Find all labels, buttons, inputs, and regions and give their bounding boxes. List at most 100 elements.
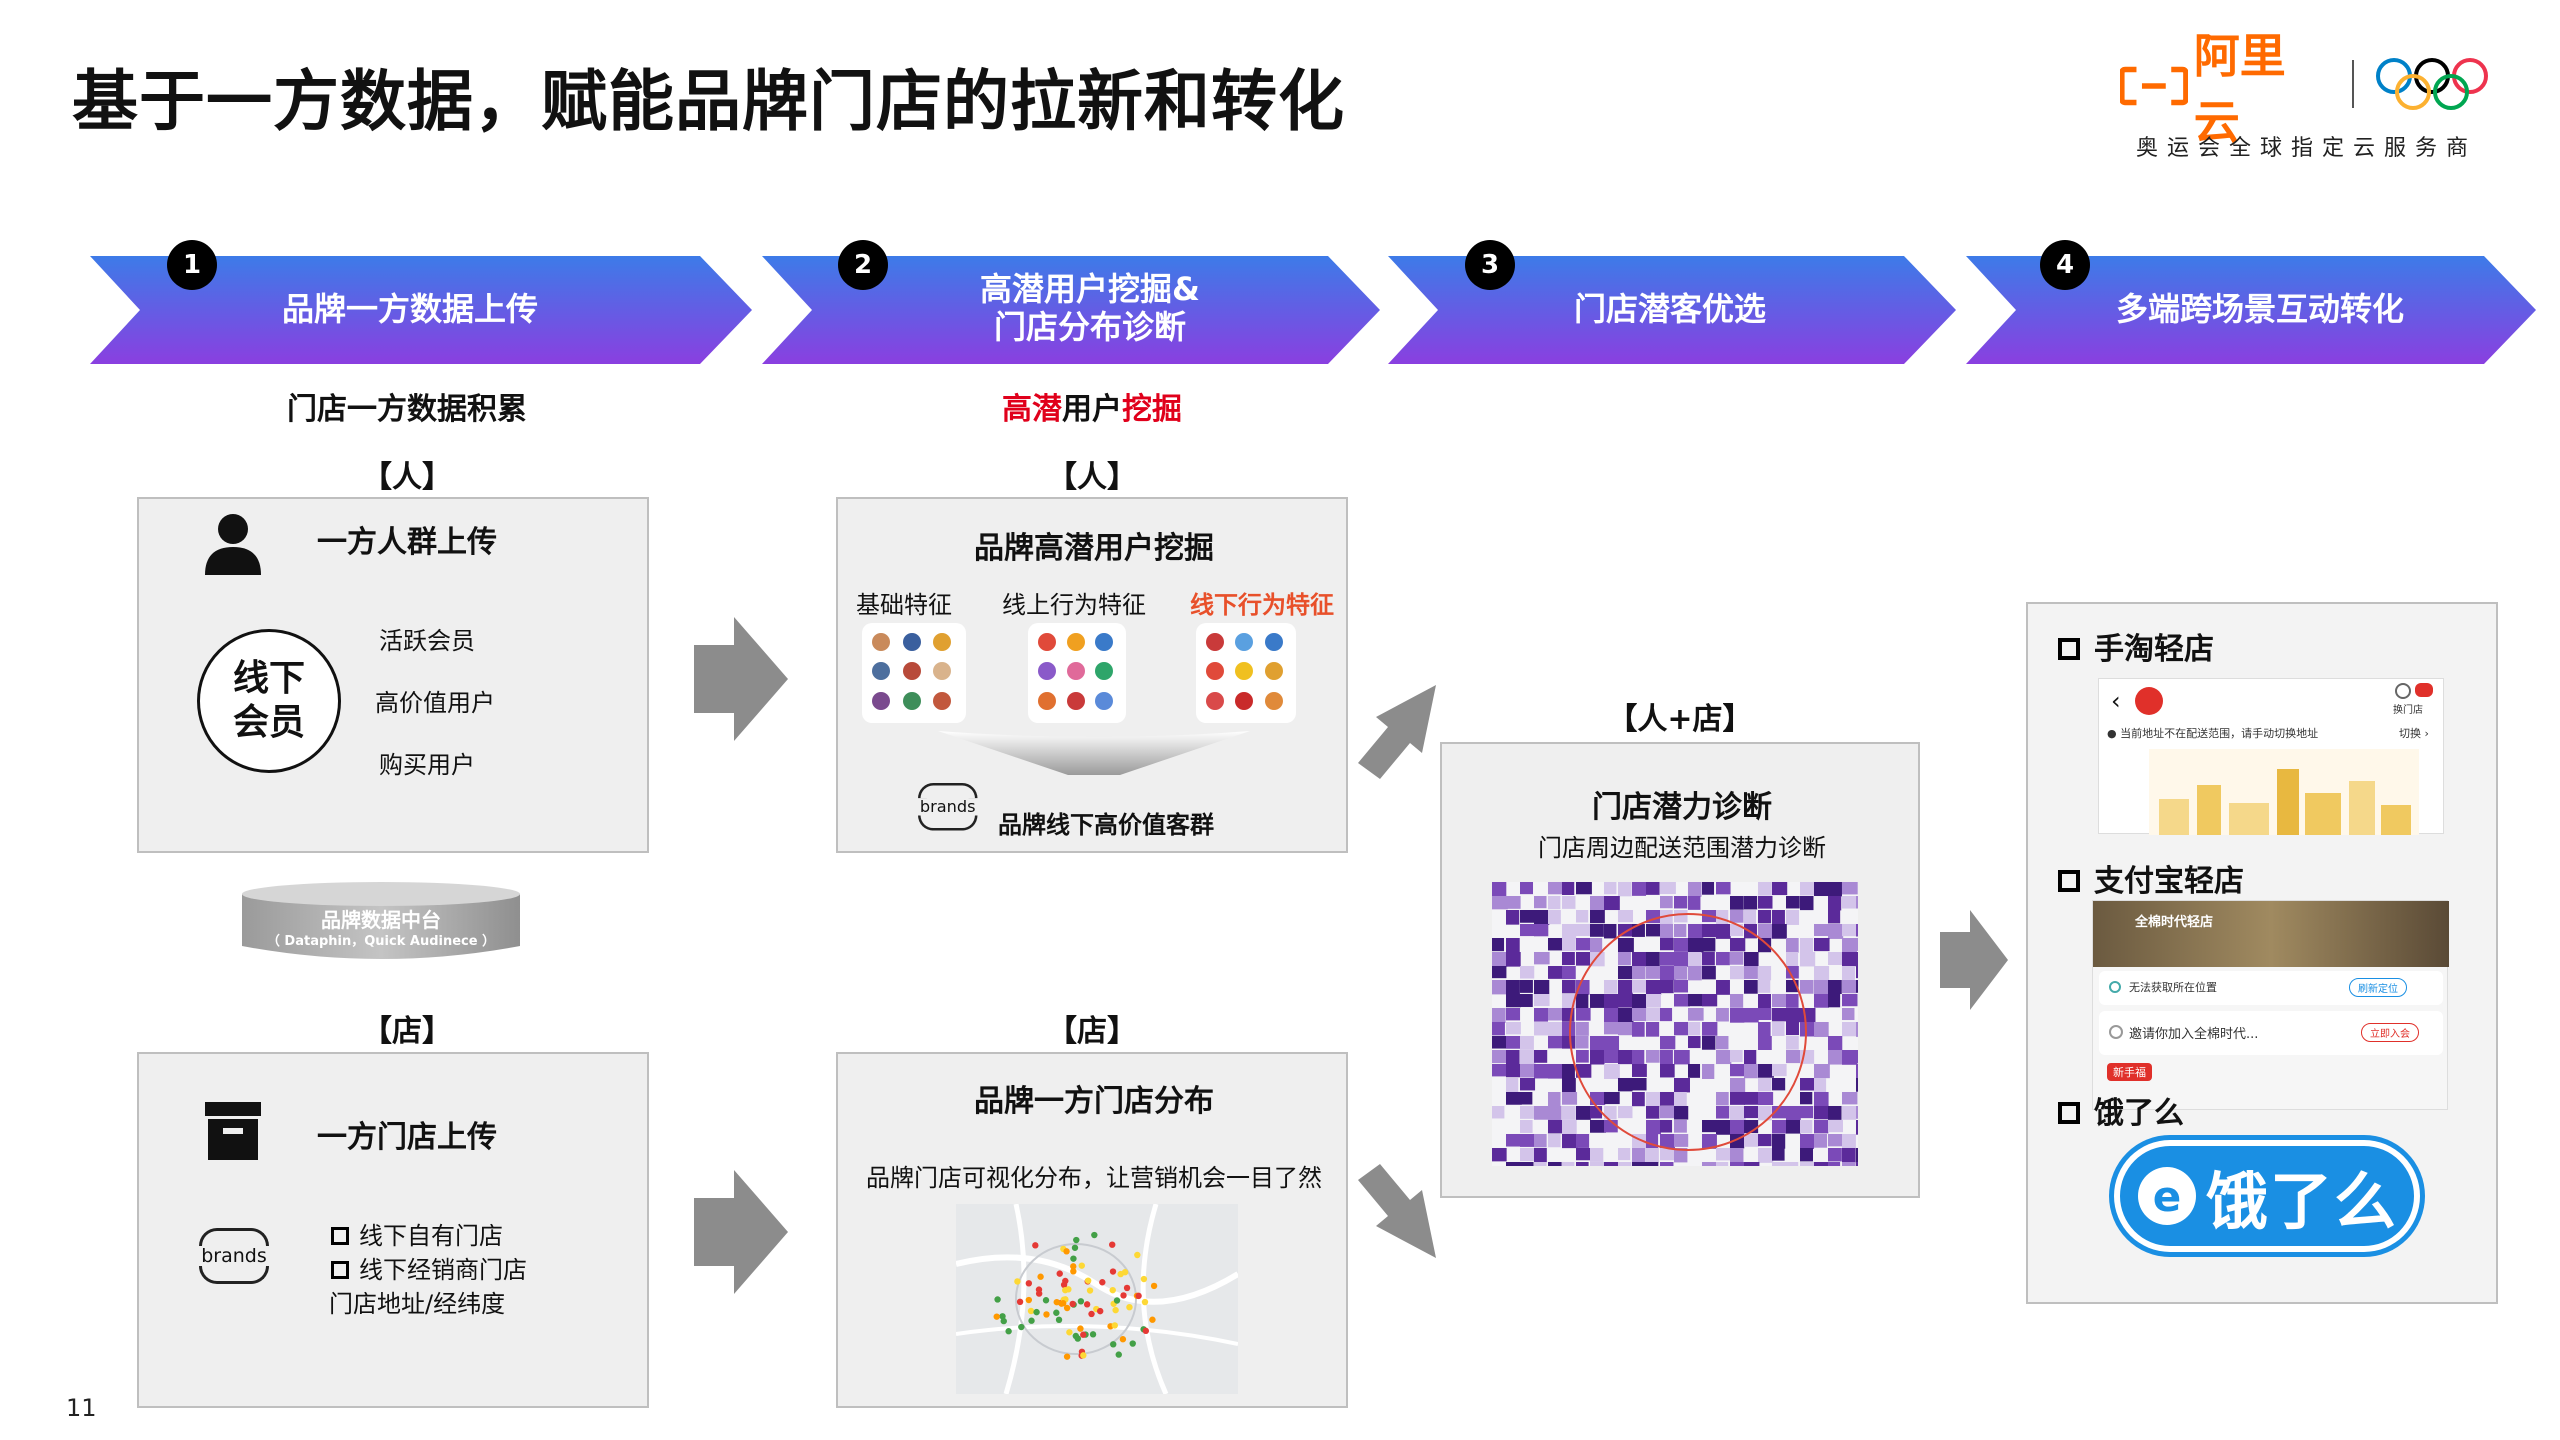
heat-cell bbox=[1716, 1050, 1732, 1065]
heat-cell bbox=[1856, 1022, 1858, 1037]
join-member-button[interactable]: 立即入会 bbox=[2361, 1023, 2419, 1042]
heat-cell bbox=[1814, 1064, 1830, 1079]
heat-cell bbox=[1674, 910, 1688, 923]
taobao-screenshot: ‹ 换门店 ● 当前地址不在配送范围，请手动切换地址 切换 › bbox=[2098, 678, 2444, 835]
refresh-location-button[interactable]: 刷新定位 bbox=[2349, 978, 2407, 997]
step-3-chevron bbox=[1388, 256, 1956, 364]
heat-cell bbox=[1646, 980, 1662, 995]
heat-cell bbox=[1842, 994, 1858, 1007]
heat-cell bbox=[1576, 882, 1592, 895]
store-dot bbox=[1059, 1300, 1067, 1307]
switch-address-link[interactable]: 切换 › bbox=[2399, 727, 2429, 740]
heat-cell bbox=[1702, 1162, 1717, 1166]
heat-cell bbox=[1716, 1106, 1730, 1119]
heat-cell bbox=[1534, 1162, 1547, 1166]
heat-cell bbox=[1520, 1134, 1535, 1147]
heat-cell bbox=[1786, 1120, 1802, 1134]
heat-cell bbox=[1744, 1008, 1759, 1023]
potential-heatmap bbox=[1492, 882, 1858, 1166]
heat-cell bbox=[1744, 980, 1758, 994]
store-dot bbox=[1080, 1331, 1087, 1338]
heat-cell bbox=[1492, 1064, 1507, 1077]
heat-cell bbox=[1744, 1162, 1760, 1166]
heat-cell bbox=[1772, 910, 1785, 925]
heat-cell bbox=[1604, 1092, 1620, 1105]
heat-cell bbox=[1562, 952, 1575, 966]
circle-line2: 会员 bbox=[232, 702, 305, 743]
heat-cell bbox=[1520, 1148, 1536, 1162]
heat-cell bbox=[1842, 882, 1858, 895]
heat-cell bbox=[1674, 1022, 1690, 1036]
store-potential-box: 门店潜力诊断 门店周边配送范围潜力诊断 bbox=[1440, 742, 1920, 1198]
heat-cell bbox=[1632, 1078, 1647, 1091]
store-dot bbox=[1123, 1284, 1131, 1292]
heat-cell bbox=[1576, 994, 1589, 1009]
heat-cell bbox=[1842, 896, 1858, 909]
heat-cell bbox=[1716, 1036, 1729, 1050]
store-potential-desc: 门店周边配送范围潜力诊断 bbox=[1538, 834, 1826, 862]
online-feature-icons bbox=[1028, 623, 1126, 723]
heat-cell bbox=[1772, 924, 1787, 939]
feature-online: 线上行为特征 bbox=[1002, 591, 1146, 619]
store-dot bbox=[1109, 1241, 1116, 1248]
store-dot bbox=[1084, 1277, 1092, 1284]
heat-cell bbox=[1856, 1106, 1858, 1119]
store-dot bbox=[1005, 1328, 1012, 1335]
channels-box: 手淘轻店 ‹ 换门店 ● 当前地址不在配送范围，请手动切换地址 切换 › 支付宝… bbox=[2026, 602, 2498, 1304]
col2-store-tag: 【店】 bbox=[1047, 1014, 1137, 1049]
step-2-label: 高潜用户挖掘& 门店分布诊断 bbox=[880, 270, 1300, 346]
heat-cell bbox=[1548, 1106, 1562, 1121]
heat-cell bbox=[1758, 896, 1773, 909]
data-platform-subtitle: （ Dataphin，Quick Audinece ） bbox=[266, 934, 496, 949]
heat-cell bbox=[1800, 1120, 1813, 1134]
eleme-logo: e 饿了么 bbox=[2114, 1140, 2420, 1252]
heat-cell bbox=[1590, 1036, 1606, 1051]
heat-cell bbox=[1562, 1092, 1578, 1105]
aliyun-brand-name: 阿里云 bbox=[2193, 29, 2286, 149]
heat-cell bbox=[1562, 882, 1575, 895]
store-dots bbox=[993, 1231, 1158, 1360]
heat-cell bbox=[1520, 1162, 1534, 1166]
heat-cell bbox=[1646, 1162, 1659, 1166]
heat-cell bbox=[1520, 1120, 1533, 1133]
heat-cell bbox=[1534, 1064, 1550, 1079]
store-type-own: 线下自有门店 bbox=[331, 1216, 503, 1251]
high-potential-box: 品牌高潜用户挖掘 基础特征 线上行为特征 线下行为特征 brands 品牌线下高… bbox=[836, 497, 1348, 853]
brands-logo: brands bbox=[918, 783, 978, 831]
heat-cell bbox=[1842, 966, 1855, 980]
heat-cell bbox=[1856, 1148, 1858, 1163]
person-upload-box: 一方人群上传 线下 会员 活跃会员 高价值用户 购买用户 bbox=[137, 497, 649, 853]
heat-cell bbox=[1800, 1078, 1816, 1091]
heat-cell bbox=[1492, 952, 1508, 967]
heat-cell bbox=[1744, 1050, 1757, 1065]
funnel-shadow-icon bbox=[938, 731, 1250, 775]
heat-cell bbox=[1674, 1120, 1687, 1133]
gray-arrow-icon bbox=[694, 1170, 788, 1294]
store-dot bbox=[1083, 1301, 1091, 1308]
alipay-join-row: 邀请你加入全棉时代... 立即入会 bbox=[2099, 1011, 2443, 1055]
back-icon: ‹ bbox=[2111, 687, 2121, 715]
heat-cell bbox=[1646, 1092, 1662, 1107]
store-dot bbox=[1141, 1298, 1149, 1306]
heat-cell bbox=[1716, 952, 1730, 966]
switch-store-label[interactable]: 换门店 bbox=[2393, 705, 2423, 716]
heat-cell bbox=[1562, 896, 1576, 909]
heat-cell bbox=[1730, 1148, 1744, 1163]
heat-cell bbox=[1534, 896, 1547, 909]
heat-cell bbox=[1520, 1106, 1535, 1119]
heat-cell bbox=[1702, 966, 1716, 980]
heat-cell bbox=[1506, 1078, 1519, 1093]
heat-cell bbox=[1688, 994, 1703, 1007]
heat-cell bbox=[1604, 1064, 1620, 1079]
heat-cell bbox=[1548, 882, 1564, 895]
newcomer-tag: 新手福 bbox=[2107, 1063, 2152, 1081]
heat-cell bbox=[1814, 924, 1829, 937]
alipay-header-banner bbox=[2093, 901, 2449, 967]
heat-cell bbox=[1548, 1092, 1561, 1107]
heat-cell bbox=[1786, 938, 1799, 953]
heat-cell bbox=[1814, 980, 1829, 995]
heat-cell bbox=[1576, 1036, 1589, 1049]
heat-cell bbox=[1548, 1036, 1563, 1049]
heat-cell bbox=[1492, 1036, 1507, 1049]
heat-cell bbox=[1520, 1064, 1535, 1078]
